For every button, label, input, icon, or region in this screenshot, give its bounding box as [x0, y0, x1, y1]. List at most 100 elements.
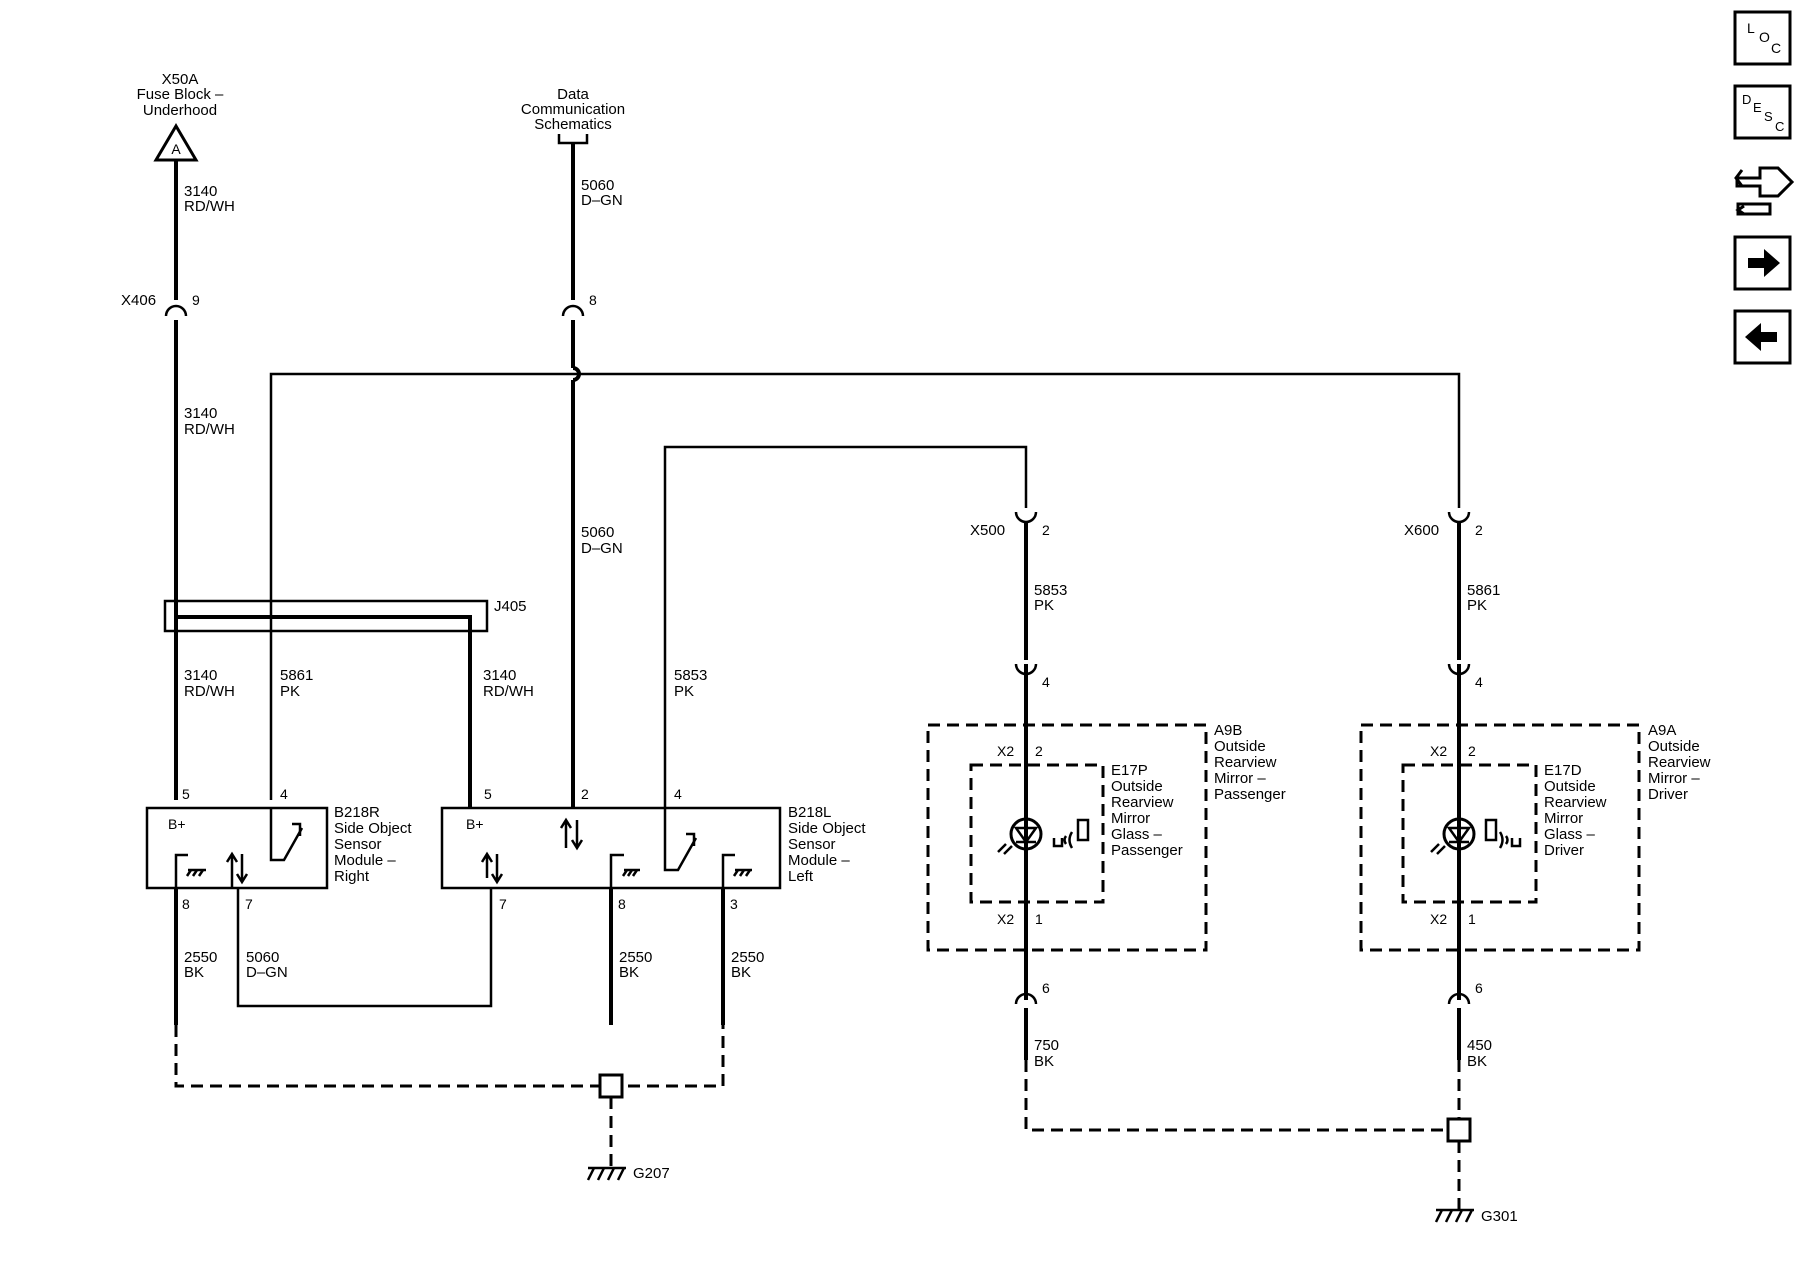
wire-3140-right-color: RD/WH	[483, 683, 534, 700]
fuse-block-sub: Underhood	[143, 102, 217, 119]
e17p-id: E17P	[1111, 762, 1148, 779]
splice-j405: J405	[163, 598, 527, 636]
b218l-pin-2: 2	[581, 786, 589, 802]
x406-pin-8: 8	[589, 292, 597, 308]
data-comm-line3: Schematics	[534, 116, 612, 133]
data-comm-line2: Communication	[521, 101, 625, 118]
j405-label: J405	[494, 598, 527, 615]
wire-2550-a-color: BK	[184, 964, 204, 981]
module-b218l: 5 2 4 B+ B218L Side Object Sensor Module…	[440, 786, 866, 912]
wire-5060-top-num: 5060	[581, 177, 614, 194]
e17d-pin1: 1	[1468, 911, 1476, 927]
wire-2550-b-color: BK	[619, 964, 639, 981]
x500-pin-ground: 6	[1042, 980, 1050, 996]
e17p-pin2: 2	[1035, 743, 1043, 759]
wire-5853-left-num: 5853	[674, 667, 707, 684]
b218r-pin-5: 5	[182, 786, 190, 802]
a9b-l2: Rearview	[1214, 754, 1277, 771]
wire-3140-top-color: RD/WH	[184, 198, 235, 215]
wire-3140-top-num: 3140	[184, 183, 217, 200]
wire-450-num: 450	[1467, 1037, 1492, 1054]
x500-pin: 2	[1042, 522, 1050, 538]
a9b-l3: Mirror –	[1214, 770, 1266, 787]
e17d-x2-bot: X2	[1430, 911, 1447, 927]
loc-icon-o: O	[1759, 29, 1770, 45]
wire-2550-c-num: 2550	[731, 949, 764, 966]
x406-pin-9: 9	[192, 292, 200, 308]
data-comm-line1: Data	[557, 86, 589, 103]
data-communication-ref: Data Communication Schematics	[521, 86, 625, 145]
wire-5060-top-color: D–GN	[581, 192, 623, 209]
b218l-id: B218L	[788, 804, 831, 821]
wire-5060-loop-color: D–GN	[246, 964, 288, 981]
connector-tool-icon	[1735, 166, 1795, 216]
x500-ground-conn	[1014, 992, 1038, 1005]
b218l-l4: Left	[788, 868, 814, 885]
wire-5861-left-color: PK	[280, 683, 300, 700]
wire-3140-mid-color: RD/WH	[184, 421, 235, 438]
b218r-pin-4: 4	[280, 786, 288, 802]
b218r-l2: Sensor	[334, 836, 382, 853]
e17d-l5: Driver	[1544, 842, 1584, 859]
location-button[interactable]: L O C	[1733, 10, 1792, 66]
description-button[interactable]: D E S C	[1733, 84, 1792, 140]
x600-pin: 2	[1475, 522, 1483, 538]
a9a-id: A9A	[1648, 722, 1676, 739]
module-b218r: 5 4 B+ B218R Side Object Sensor Module –…	[145, 786, 412, 912]
b218r-l4: Right	[334, 868, 370, 885]
wire-5853-pass-color: PK	[1034, 597, 1054, 614]
data-comm-bracket-icon	[557, 134, 589, 145]
e17p-l1: Outside	[1111, 778, 1163, 795]
b218l-pin-8: 8	[618, 896, 626, 912]
wire-3140-mid-num: 3140	[184, 405, 217, 422]
wire-750-num: 750	[1034, 1037, 1059, 1054]
b218l-l1: Side Object	[788, 820, 866, 837]
b218r-bplus: B+	[168, 816, 186, 832]
wire-3140-left-color: RD/WH	[184, 683, 235, 700]
wire-5853-bus	[663, 445, 1028, 808]
b218l-pin-3: 3	[730, 896, 738, 912]
e17d-light-rays-icon	[1430, 843, 1446, 855]
wire-5060-loop	[236, 888, 493, 1008]
wire-5861-left-num: 5861	[280, 667, 313, 684]
arrow-left-icon	[1745, 323, 1777, 351]
e17d-pin2: 2	[1468, 743, 1476, 759]
x500-pin-bottom: 4	[1042, 674, 1050, 690]
a9a-l4: Driver	[1648, 786, 1688, 803]
e17p-x2-top: X2	[997, 743, 1014, 759]
desc-icon-e: E	[1753, 100, 1762, 115]
connector-tool-button[interactable]	[1734, 166, 1795, 216]
b218r-pin-7: 7	[245, 896, 253, 912]
b218l-bplus: B+	[466, 816, 484, 832]
next-button[interactable]	[1733, 235, 1792, 291]
a9b-l4: Passenger	[1214, 786, 1286, 803]
a9b-id: A9B	[1214, 722, 1242, 739]
a9a-mirror: A9A Outside Rearview Mirror – Driver E17…	[1359, 722, 1711, 952]
wire-750-color: BK	[1034, 1053, 1054, 1070]
e17p-indicator-icon	[1052, 818, 1090, 849]
wire-3140-right-num: 3140	[483, 667, 516, 684]
x600-label: X600	[1404, 522, 1439, 539]
b218r-pin-8: 8	[182, 896, 190, 912]
e17d-id: E17D	[1544, 762, 1582, 779]
a9b-l1: Outside	[1214, 738, 1266, 755]
x600-pin-ground: 6	[1475, 980, 1483, 996]
x600-pin-bottom: 4	[1475, 674, 1483, 690]
g207-label: G207	[633, 1165, 670, 1182]
e17p-l3: Mirror	[1111, 810, 1150, 827]
loc-icon-l: L	[1747, 20, 1755, 36]
connector-x600: X600 2	[1404, 511, 1483, 539]
a9a-l2: Rearview	[1648, 754, 1711, 771]
b218l-data-arrows-bottom-icon	[480, 851, 504, 885]
previous-button[interactable]	[1733, 309, 1792, 365]
wire-5861-drv-num: 5861	[1467, 582, 1500, 599]
wire-2550-a-num: 2550	[184, 949, 217, 966]
desc-icon-s: S	[1764, 109, 1773, 124]
a9a-l1: Outside	[1648, 738, 1700, 755]
b218l-l2: Sensor	[788, 836, 836, 853]
wire-2550-c-color: BK	[731, 964, 751, 981]
wire-450-color: BK	[1467, 1053, 1487, 1070]
ground-splice-left	[598, 1073, 624, 1099]
connector-x500: X500 2	[970, 511, 1050, 539]
fuse-ref-letter: A	[171, 141, 181, 157]
